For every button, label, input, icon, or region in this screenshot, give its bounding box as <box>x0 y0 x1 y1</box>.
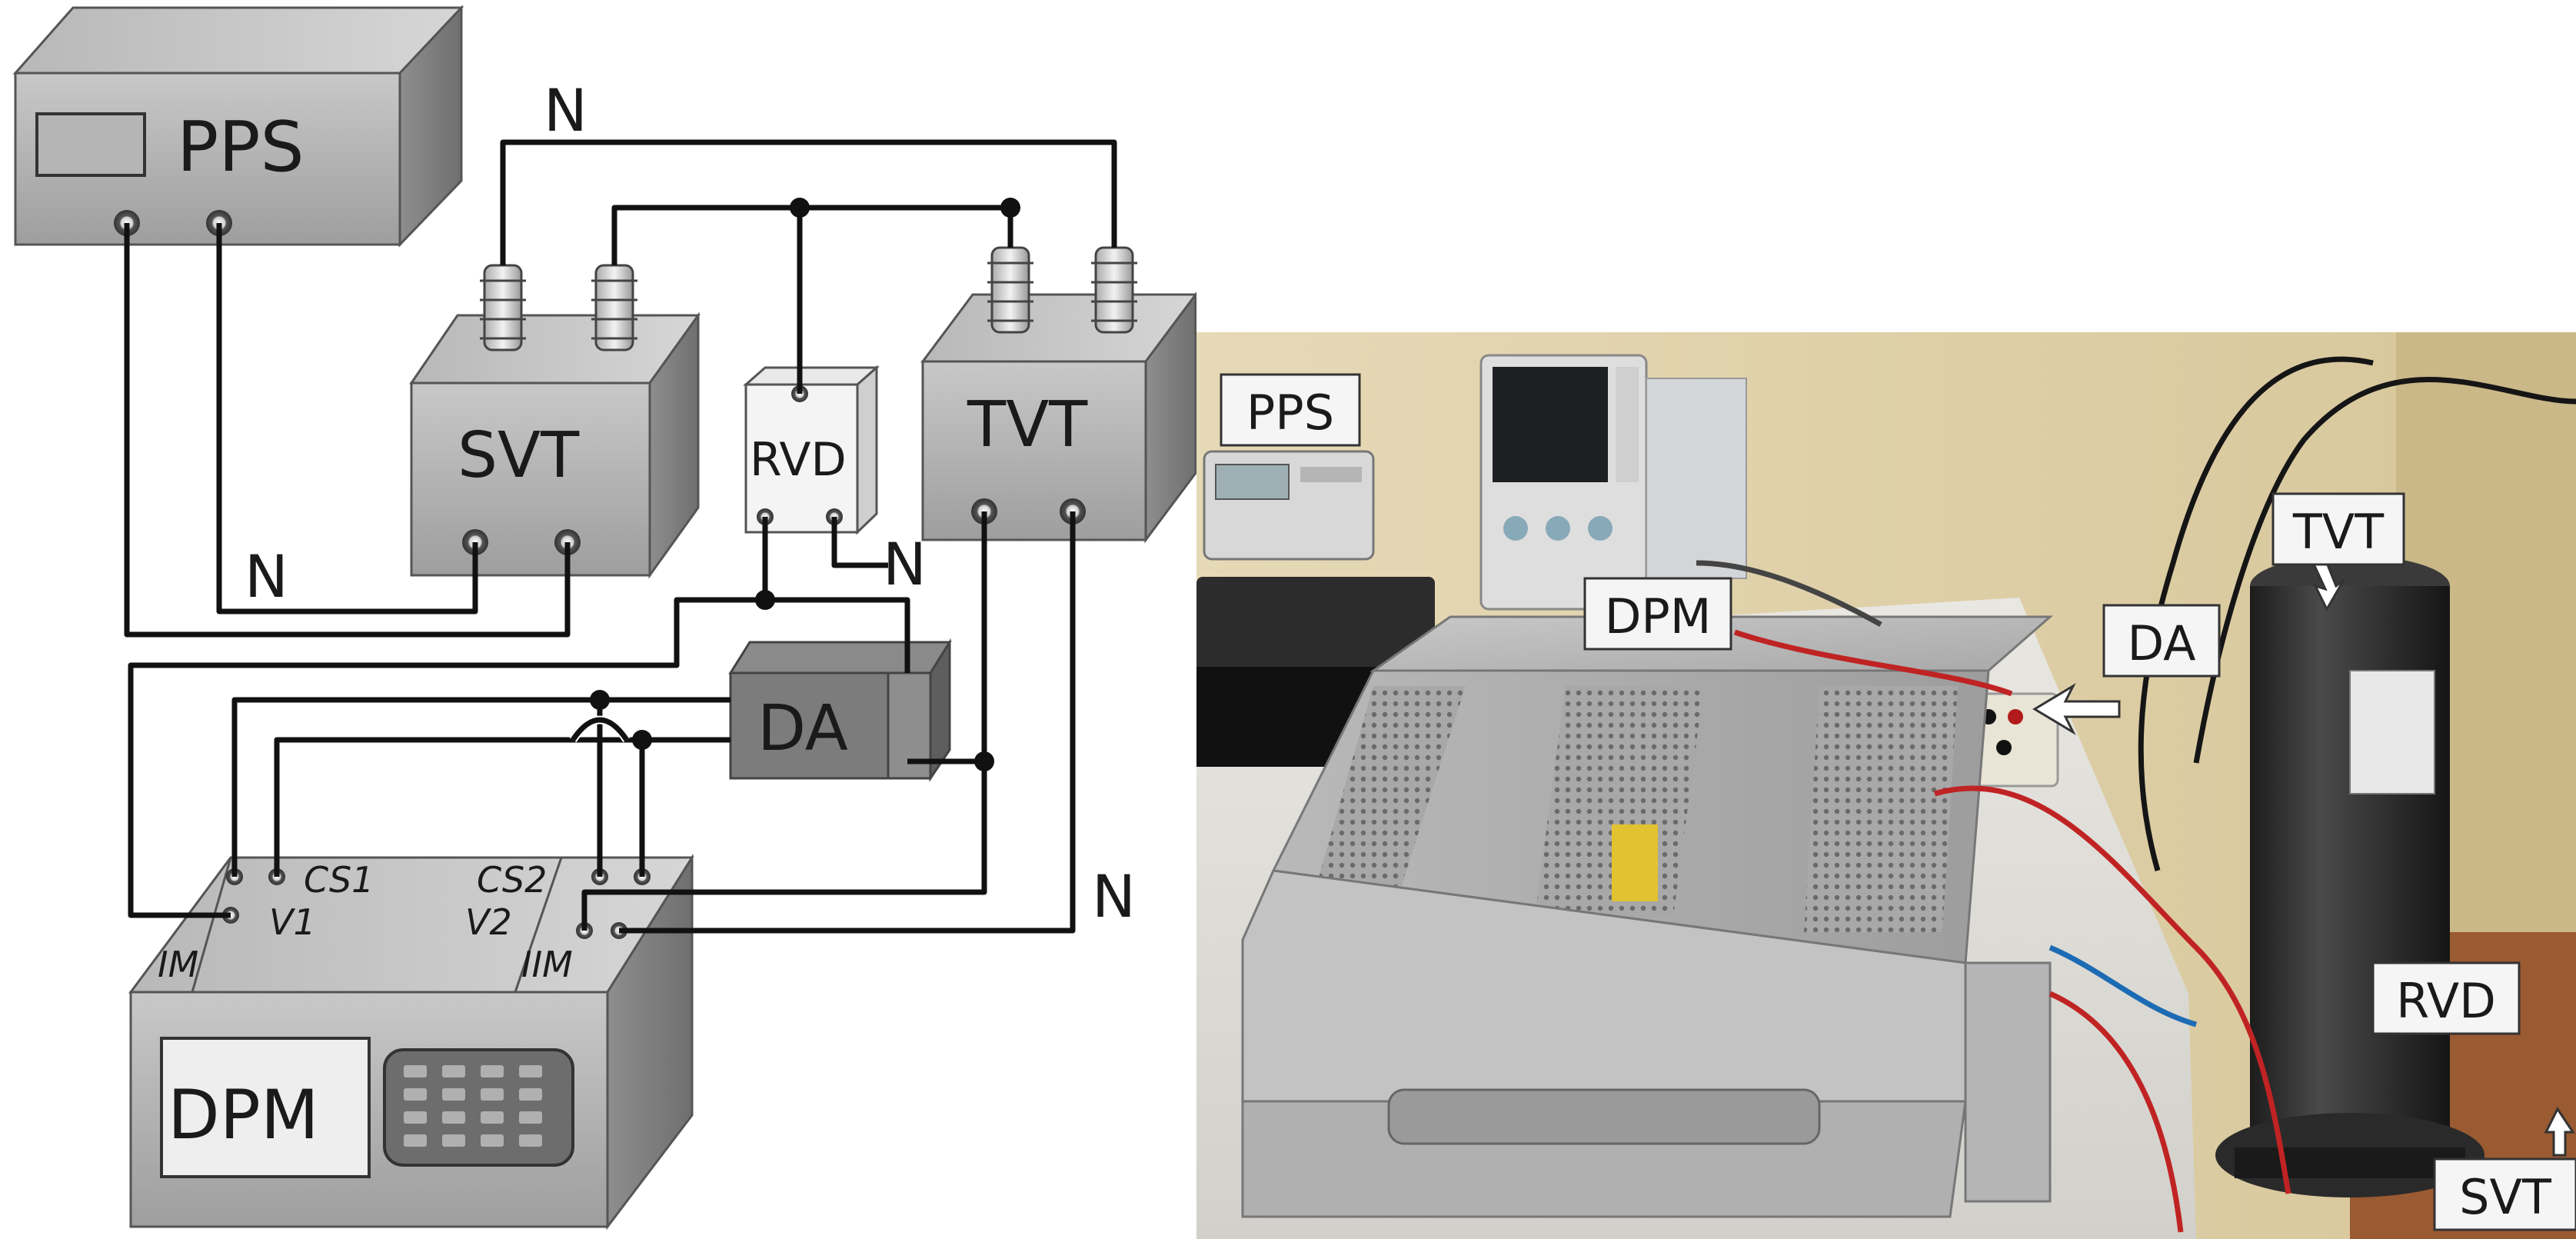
dpm-keypad-keys <box>404 1065 542 1147</box>
junction-hv-tvt <box>1000 198 1020 218</box>
port-cs2-label: CS2 <box>477 859 547 901</box>
wire-pps-1 <box>124 223 571 638</box>
photo-label-dpm: DPM <box>1583 577 1732 651</box>
schematic-diagram: PPS SVT RVD <box>12 5 1196 1231</box>
svg-text:PPS: PPS <box>1246 385 1334 441</box>
svt-insulator-1 <box>480 264 526 351</box>
da-label: DA <box>757 692 848 765</box>
pps-unit: PPS <box>12 5 464 248</box>
port-v2-label: V2 <box>465 901 512 943</box>
svg-text:TVT: TVT <box>2292 504 2385 560</box>
cables <box>1696 356 2576 1233</box>
dpm-label: DPM <box>168 1075 319 1154</box>
wire-da-cs1-b <box>274 737 731 877</box>
da-arrow <box>2032 683 2121 735</box>
wire-crossover-arc <box>571 717 629 741</box>
wire-rvd-neutral <box>831 517 888 568</box>
tvt-unit: TVT <box>920 246 1196 544</box>
rvd-unit: RVD <box>743 365 880 535</box>
svg-text:DPM: DPM <box>1605 588 1712 644</box>
pps-instrument <box>1196 450 1450 767</box>
wire-tvt-iim <box>581 761 987 931</box>
dpm-display <box>160 1037 371 1178</box>
wire-da-cs1-a <box>231 697 731 877</box>
tvt-label: TVT <box>967 388 1088 461</box>
photo-label-pps: PPS <box>1220 373 1361 447</box>
junction-hv-rvd <box>790 198 810 218</box>
svg-text:DA: DA <box>2127 615 2195 671</box>
photo-label-da: DA <box>2102 604 2221 678</box>
rvd-label: RVD <box>750 433 847 487</box>
pps-display <box>35 112 146 177</box>
svg-text:SVT: SVT <box>2459 1169 2552 1225</box>
neutral-label-rvd: N <box>883 530 927 598</box>
svt-label: SVT <box>458 419 580 492</box>
port-cs1-label: CS1 <box>304 859 374 901</box>
tvt-insulator-2 <box>1091 246 1137 334</box>
port-v1-label: V1 <box>269 901 316 943</box>
photo-label-svt: SVT <box>2433 1157 2576 1231</box>
wire-tvt-2 <box>619 511 1076 934</box>
wire-pps-2 <box>216 223 478 615</box>
dpm-instrument <box>1241 615 2053 1218</box>
svt-unit: SVT <box>409 264 701 579</box>
da-unit: DA <box>728 638 952 782</box>
neutral-label-tvt: N <box>1092 862 1136 931</box>
lab-setup-photo: PPS DPM DA TVT RVD SVT <box>1196 332 2576 1239</box>
wiring <box>124 139 1117 934</box>
photo-label-tvt: TVT <box>2271 492 2405 566</box>
port-iim-label: IIM <box>521 944 573 985</box>
svg-text:RVD: RVD <box>2396 973 2496 1029</box>
oscilloscope <box>1479 354 1747 611</box>
wire-neutral-top <box>500 139 1117 265</box>
svt-insulator-2 <box>591 264 637 351</box>
wire-rvd-im <box>128 597 765 918</box>
wire-hv-bus <box>611 205 1013 265</box>
dpm-unit: DPM CS1 V1 CS2 V2 IM IIM <box>128 853 694 1231</box>
svt-arrow <box>2544 1107 2575 1157</box>
neutral-label-top: N <box>544 76 587 145</box>
pps-label: PPS <box>177 107 305 188</box>
tvt-rvd-cylinder <box>2215 555 2484 1197</box>
tvt-insulator-1 <box>987 246 1033 334</box>
neutral-label-pps: N <box>245 542 288 611</box>
photo-label-rvd: RVD <box>2371 961 2521 1035</box>
port-im-label: IM <box>158 944 198 985</box>
wire-rvd-da <box>765 597 910 673</box>
